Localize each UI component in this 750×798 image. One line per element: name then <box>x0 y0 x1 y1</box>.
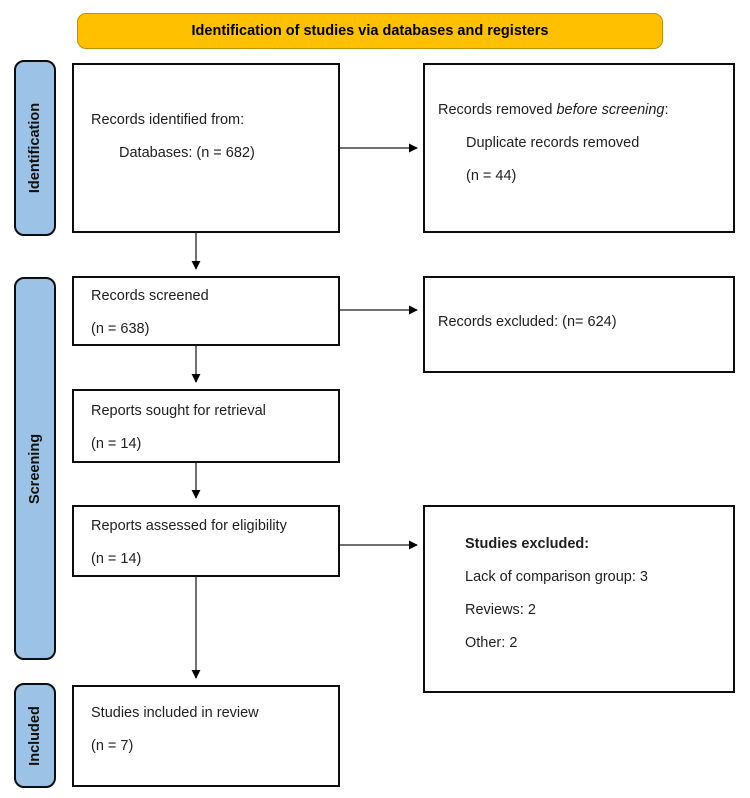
stage-label-included-text: Included <box>27 705 43 766</box>
banner-title: Identification of studies via databases … <box>191 23 549 39</box>
stage-label-identification-text: Identification <box>27 102 44 194</box>
studies-included-line1: Studies included in review <box>91 705 259 721</box>
studies-included-line2: (n = 7) <box>91 738 134 754</box>
records-screened-line2: (n = 638) <box>91 321 150 337</box>
box-reports-sought: Reports sought for retrieval (n = 14) <box>72 389 340 463</box>
box-records-excluded: Records excluded: (n= 624) <box>423 276 735 373</box>
box-records-screened: Records screened (n = 638) <box>72 276 340 346</box>
records-removed-line2: Duplicate records removed <box>466 135 640 151</box>
stage-label-included: Included <box>14 683 56 788</box>
banner-identification-of-studies: Identification of studies via databases … <box>77 13 663 49</box>
box-records-removed: Records removed before screening: Duplic… <box>423 63 735 233</box>
reports-assessed-line1: Reports assessed for eligibility <box>91 518 287 534</box>
records-excluded-line1: Records excluded: (n= 624) <box>438 314 617 330</box>
records-removed-suffix: : <box>664 102 669 118</box>
reports-sought-line1: Reports sought for retrieval <box>91 403 266 419</box>
records-identified-line2: Databases: (n = 682) <box>119 145 255 161</box>
studies-excluded-title: Studies excluded: <box>465 536 590 552</box>
stage-label-screening: Screening <box>14 277 56 660</box>
box-reports-assessed: Reports assessed for eligibility (n = 14… <box>72 505 340 577</box>
stage-label-screening-text: Screening <box>27 433 44 504</box>
records-removed-italic: before screening <box>556 102 665 118</box>
reports-assessed-line2: (n = 14) <box>91 551 142 567</box>
box-studies-excluded: Studies excluded: Lack of comparison gro… <box>423 505 735 693</box>
reports-sought-line2: (n = 14) <box>91 436 142 452</box>
records-removed-line3: (n = 44) <box>466 168 517 184</box>
studies-excluded-reason-3: Other: 2 <box>465 635 518 651</box>
records-screened-line1: Records screened <box>91 288 209 304</box>
box-records-identified: Records identified from: Databases: (n =… <box>72 63 340 233</box>
box-studies-included: Studies included in review (n = 7) <box>72 685 340 787</box>
studies-excluded-reason-1: Lack of comparison group: 3 <box>465 569 648 585</box>
stage-label-identification: Identification <box>14 60 56 236</box>
records-removed-line1: Records removed before screening: <box>438 100 721 120</box>
studies-excluded-reason-2: Reviews: 2 <box>465 602 536 618</box>
records-removed-prefix: Records removed <box>438 102 557 118</box>
records-identified-line1: Records identified from: <box>91 112 245 128</box>
